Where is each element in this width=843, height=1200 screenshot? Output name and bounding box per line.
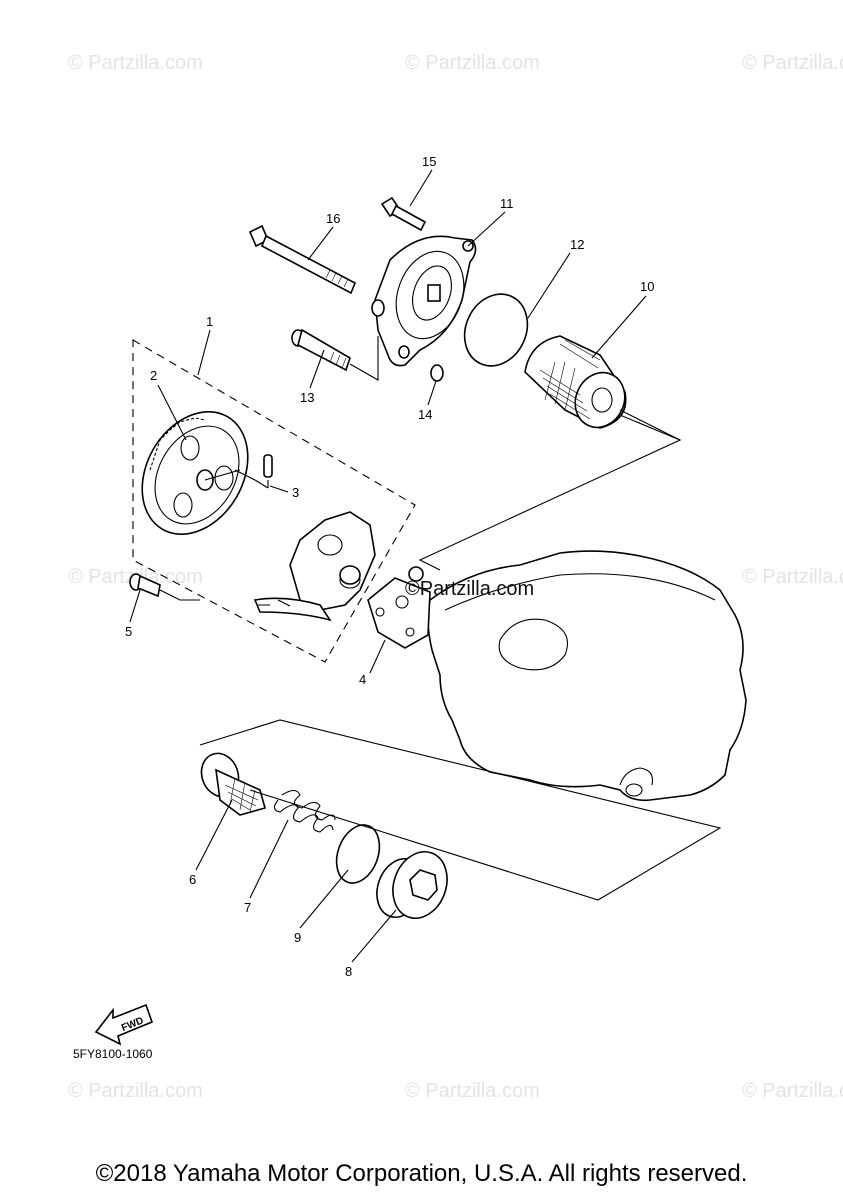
bolt-5 [129,573,200,601]
watermark: © Partzilla.com [68,52,203,74]
long-bolt-16 [248,224,357,295]
oil-filter [524,335,627,429]
callout-5: 5 [125,624,132,639]
partzilla-watermark: ©Partzilla.com [405,578,535,600]
drain-plug [376,851,448,919]
callout-8: 8 [345,964,352,979]
callout-12: 12 [570,237,584,252]
callout-15: 15 [422,154,436,169]
callout-9: 9 [294,930,301,945]
watermark: © Partzilla.com [405,52,540,74]
bolt-15 [380,196,427,232]
o-ring-12 [463,293,529,367]
watermark: © Partzilla.com [68,1080,203,1102]
callout-16: 16 [326,211,340,226]
watermark: © Partzilla.com [742,1080,843,1102]
callout-10: 10 [640,279,654,294]
callout-3: 3 [292,485,299,500]
forward-arrow-icon: FWD [94,1003,154,1046]
oil-strainer [200,752,266,816]
watermark: © Partzilla.com [742,52,843,74]
oil-pump-gear [141,411,249,535]
callout-6: 6 [189,872,196,887]
dowel-pin [234,454,273,489]
o-ring-14 [430,364,444,382]
callout-7: 7 [244,900,251,915]
callout-13: 13 [300,390,314,405]
o-ring-9 [335,824,381,884]
oil-filter-cover [371,235,477,367]
copyright-notice: ©2018 Yamaha Motor Corporation, U.S.A. A… [95,1160,748,1187]
callout-2: 2 [150,368,157,383]
callout-4: 4 [359,672,366,687]
oil-pump-assembly-boundary [132,339,416,663]
bolt-13 [291,328,379,381]
callout-14: 14 [418,407,432,422]
pump-gasket [367,566,431,649]
watermark: © Partzilla.com [742,566,843,588]
crankcase-outline [427,550,747,802]
spring [273,789,336,833]
callout-11: 11 [500,196,514,211]
diagram-code: 5FY8100-1060 [73,1047,153,1061]
oil-pump-body [253,511,376,622]
callout-1: 1 [206,314,213,329]
watermark: © Partzilla.com [405,1080,540,1102]
